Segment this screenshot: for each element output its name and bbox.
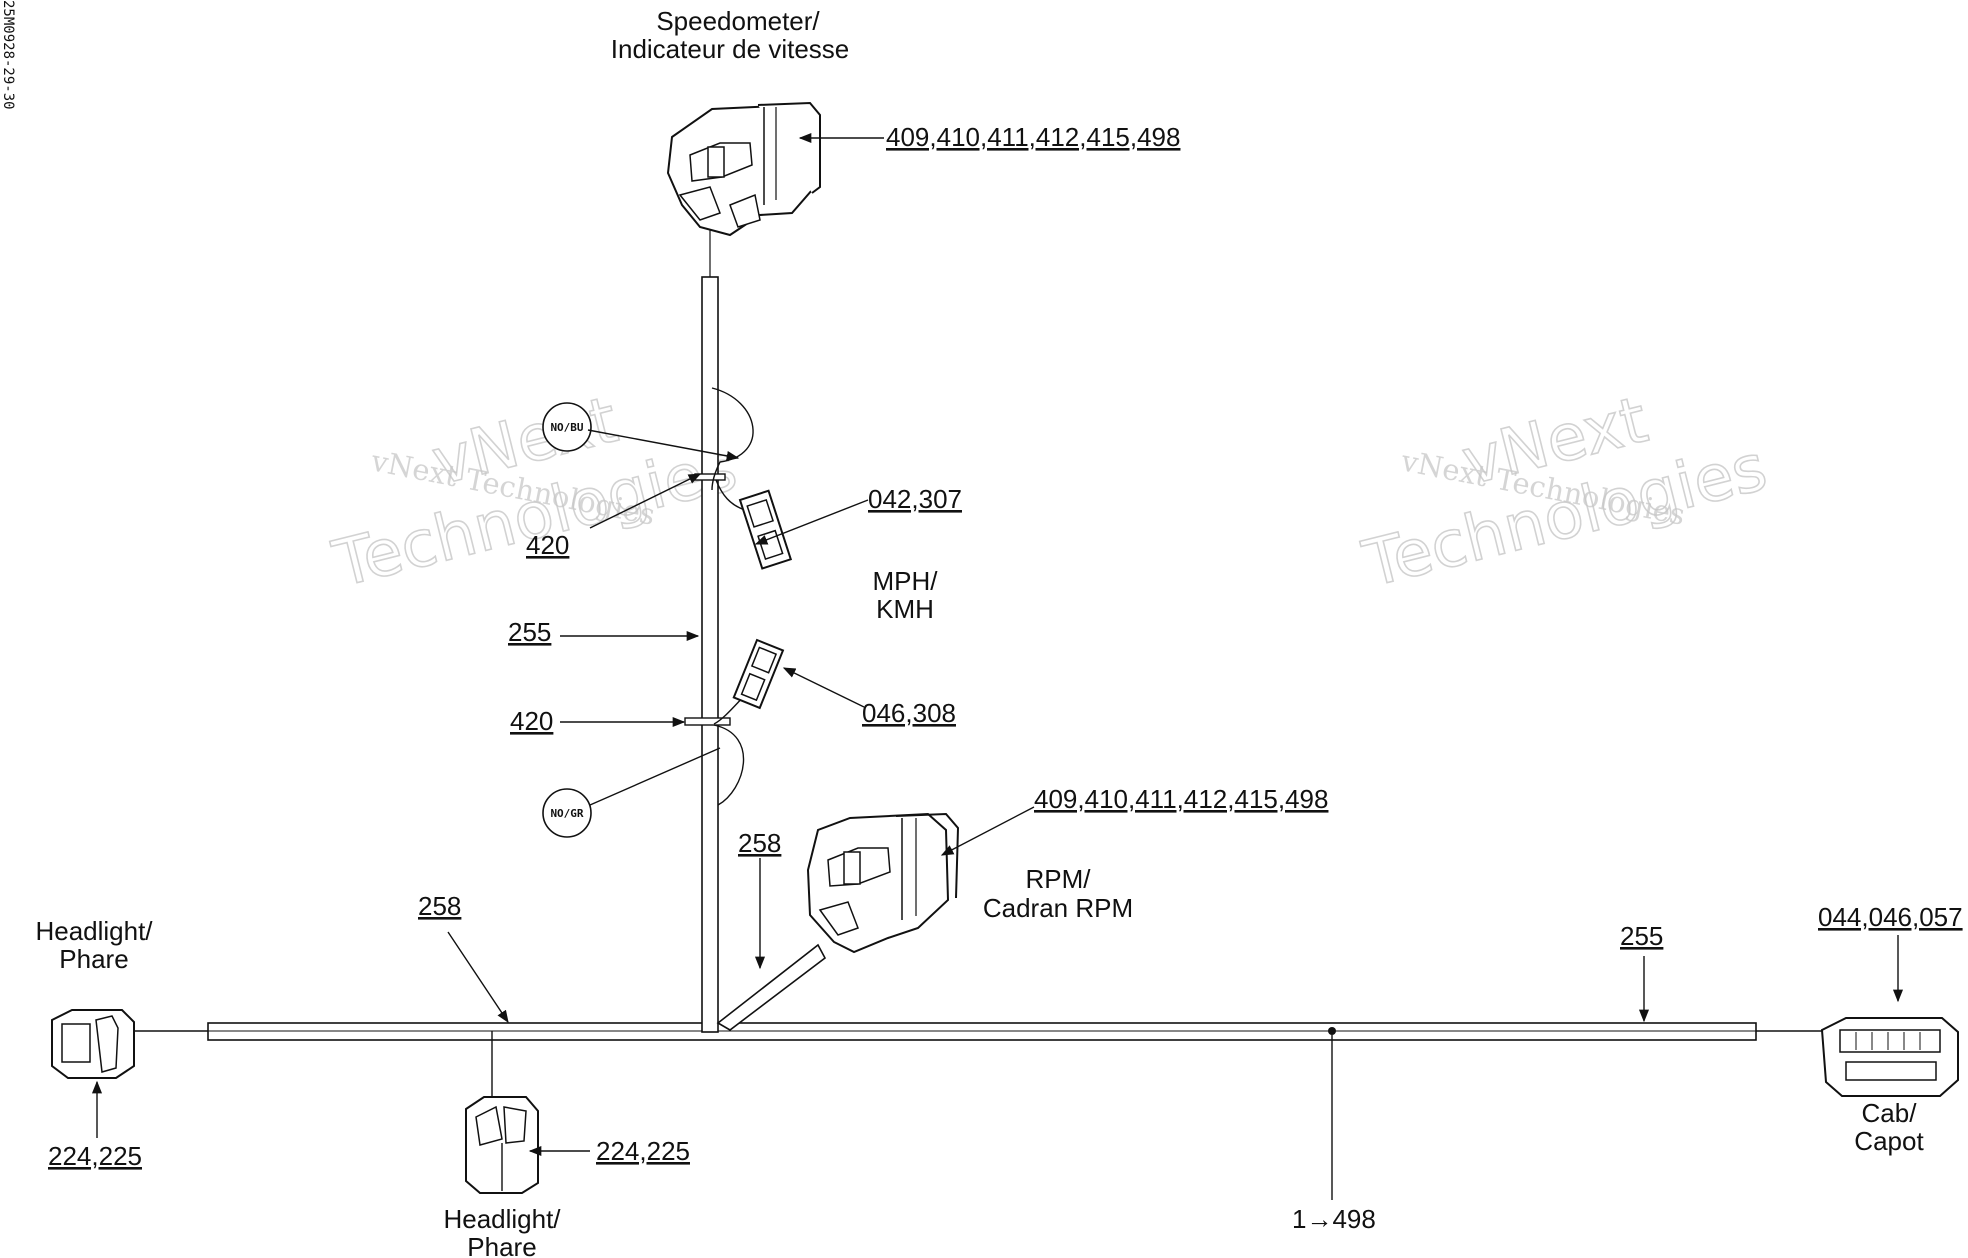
rpm-branch — [716, 943, 827, 1031]
headlight-bottom-connector — [465, 1031, 539, 1194]
headlight-left-label: Headlight/ — [35, 916, 153, 946]
branch-harness-callout: 258 — [738, 828, 781, 858]
tag-no-gr: NO/GR — [542, 788, 592, 838]
headlight-left-connector — [51, 1009, 135, 1079]
rpm-connector — [806, 812, 960, 954]
headlight-bottom-label: Headlight/ — [443, 1204, 561, 1234]
rpm-label: RPM/ — [1026, 864, 1092, 894]
headlight-bottom-label-fr: Phare — [467, 1232, 536, 1258]
connector-upper-refs: 042,307 — [868, 484, 962, 514]
speedometer-label-fr: Indicateur de vitesse — [611, 34, 849, 64]
main-left-callout: 258 — [418, 891, 461, 921]
speedometer-refs: 409,410,411,412,415,498 — [886, 122, 1180, 152]
main-harness — [135, 1022, 1830, 1041]
cab-refs: 044,046,057 — [1818, 902, 1963, 932]
tie-upper-callout: 420 — [526, 530, 569, 560]
vertical-harness — [684, 220, 754, 1033]
side-code: 25M0928-29-30 — [0, 0, 16, 110]
cab-connector — [1820, 1017, 1959, 1097]
tag-no-bu: NO/BU — [542, 402, 592, 452]
vertical-harness-callout: 255 — [508, 617, 551, 647]
svg-text:NO/GR: NO/GR — [550, 807, 583, 820]
headlight-left-label-fr: Phare — [59, 944, 128, 974]
main-right-callout: 255 — [1620, 921, 1663, 951]
rpm-refs: 409,410,411,412,415,498 — [1034, 784, 1328, 814]
ground-callout: 1→498 — [1292, 1204, 1376, 1234]
headlight-bottom-refs: 224,225 — [596, 1136, 690, 1166]
cab-label: Cab/ — [1862, 1098, 1918, 1128]
kmh-label: KMH — [876, 594, 934, 624]
headlight-left-refs: 224,225 — [48, 1141, 142, 1171]
connector-upper — [738, 489, 793, 570]
rpm-label-fr: Cadran RPM — [983, 893, 1133, 923]
cab-label-fr: Capot — [1854, 1126, 1924, 1156]
tie-lower-callout: 420 — [510, 706, 553, 736]
speedometer-connector — [666, 101, 821, 237]
leader-lines — [91, 132, 1904, 1200]
mph-label: MPH/ — [873, 566, 939, 596]
svg-text:NO/BU: NO/BU — [550, 421, 583, 434]
connector-lower — [732, 638, 785, 710]
speedometer-label: Speedometer/ — [656, 6, 820, 36]
connector-lower-refs: 046,308 — [862, 698, 956, 728]
